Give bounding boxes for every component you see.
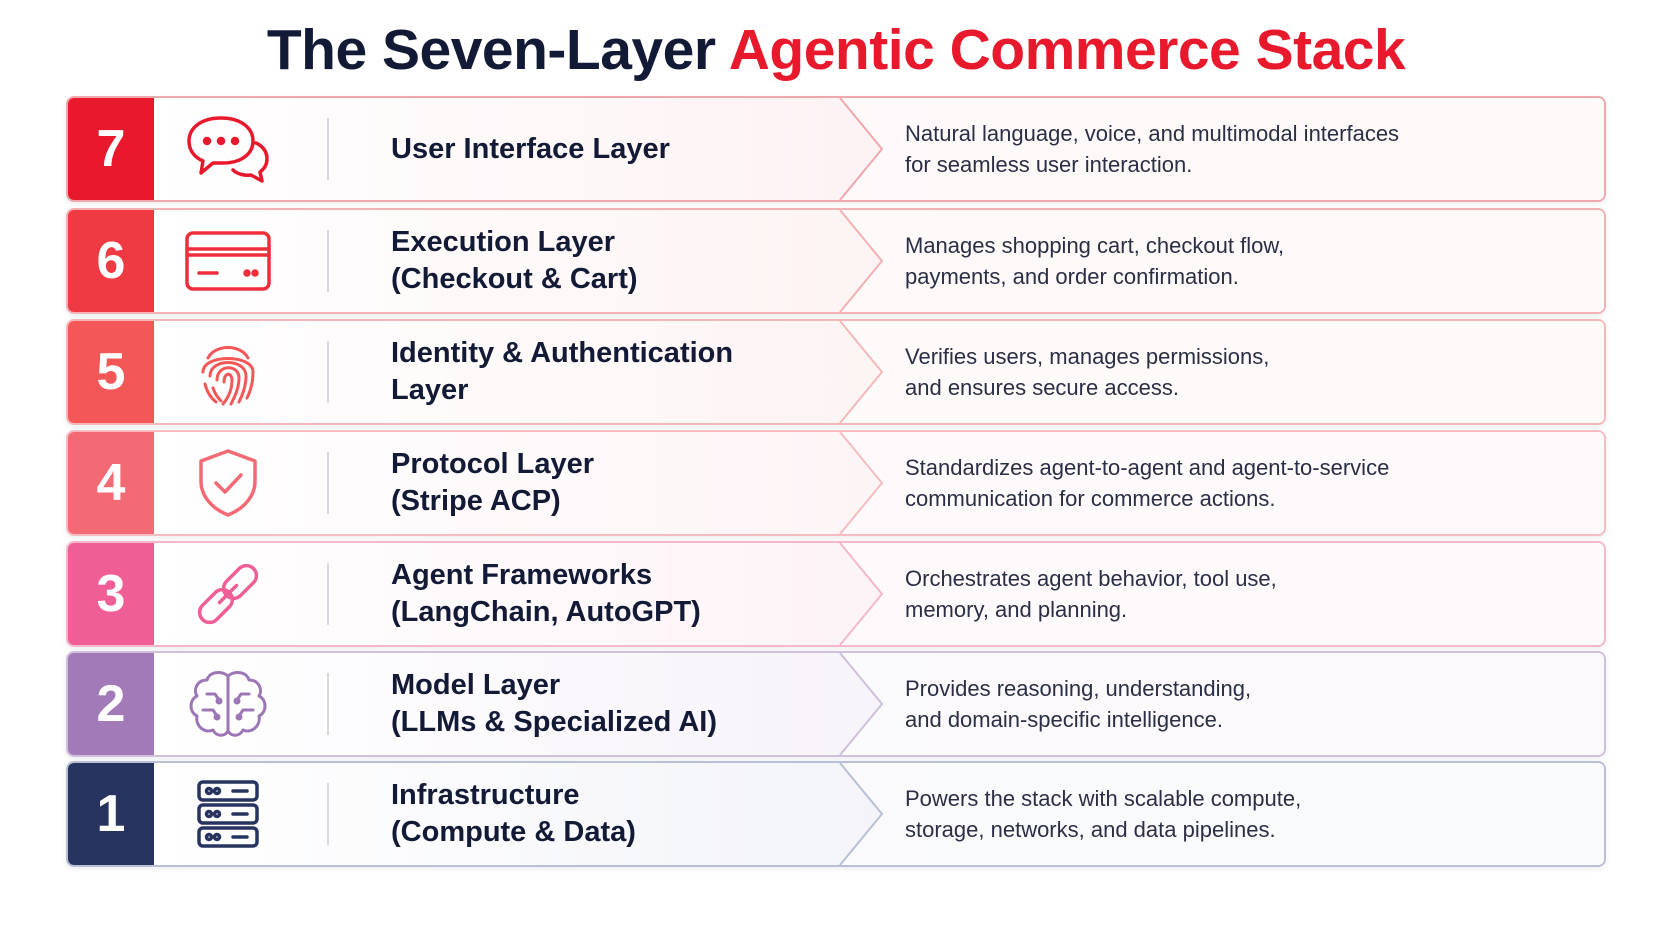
- layer-number: 2: [96, 675, 126, 733]
- layer-name-line-1: Protocol Layer: [391, 448, 595, 480]
- layer-name-line-2: (Checkout & Cart): [391, 263, 638, 295]
- layer-number: 1: [96, 785, 126, 843]
- layer-description: Provides reasoning, understanding, and d…: [905, 653, 1545, 755]
- layer-name: Agent Frameworks (LangChain, AutoGPT): [391, 543, 811, 645]
- credit-card-icon: [178, 225, 278, 297]
- layer-background: [154, 432, 1604, 534]
- icon-divider: [327, 673, 329, 735]
- layer-row-4: 4 Protocol Layer (Stripe ACP) Standardiz…: [66, 430, 1606, 536]
- chevron-divider: [839, 321, 1604, 423]
- layer-name-line-2: (LLMs & Specialized AI): [391, 706, 718, 738]
- chevron-divider: [839, 98, 1604, 200]
- icon-divider: [327, 118, 329, 180]
- layer-background: [154, 321, 1604, 423]
- layer-number: 7: [96, 120, 126, 178]
- layer-description-line-2: storage, networks, and data pipelines.: [905, 817, 1276, 842]
- layer-description: Natural language, voice, and multimodal …: [905, 98, 1545, 200]
- layer-name-line-2: (LangChain, AutoGPT): [391, 596, 701, 628]
- layer-row-5: 5 Identity & Authentication Layer Verifi…: [66, 319, 1606, 425]
- layer-number-badge: 7: [68, 98, 154, 200]
- layer-description: Manages shopping cart, checkout flow, pa…: [905, 210, 1545, 312]
- layer-number-badge: 2: [68, 653, 154, 755]
- layer-background: [154, 763, 1604, 865]
- layer-number: 4: [96, 454, 126, 512]
- layer-description-line-1: Natural language, voice, and multimodal …: [905, 121, 1400, 146]
- layer-row-1: 1 Infrastructure (Compute & Data) Powers…: [66, 761, 1606, 867]
- layer-description: Standardizes agent-to-agent and agent-to…: [905, 432, 1545, 534]
- layer-name-line-1: User Interface Layer: [391, 132, 670, 165]
- layer-name-line-1: Execution Layer: [391, 226, 616, 258]
- layer-name-line-1: Agent Frameworks: [391, 559, 653, 591]
- layer-row-7: 7 User Interface Layer Natural language,…: [66, 96, 1606, 202]
- title-part-1: The Seven-Layer: [266, 18, 716, 82]
- layer-number-badge: 3: [68, 543, 154, 645]
- layer-name: Model Layer (LLMs & Specialized AI): [391, 653, 811, 755]
- layer-name: Identity & Authentication Layer: [391, 321, 811, 423]
- layer-description-line-2: communication for commerce actions.: [905, 486, 1276, 511]
- layer-number: 5: [96, 343, 126, 401]
- layer-number: 3: [96, 565, 126, 623]
- icon-divider: [327, 783, 329, 845]
- layer-number-badge: 5: [68, 321, 154, 423]
- link-icon: [178, 558, 278, 630]
- layer-description: Powers the stack with scalable compute, …: [905, 763, 1545, 865]
- layer-background: [154, 653, 1604, 755]
- layer-name: Infrastructure (Compute & Data): [391, 763, 811, 865]
- page-title: The Seven-Layer Agentic Commerce Stack: [0, 14, 1672, 86]
- layer-description: Verifies users, manages permissions, and…: [905, 321, 1545, 423]
- shield-check-icon: [178, 447, 278, 519]
- brain-icon: [178, 668, 278, 740]
- layer-description-line-2: and domain-specific intelligence.: [905, 707, 1223, 732]
- layer-background: [154, 210, 1604, 312]
- layer-description-line-1: Verifies users, manages permissions,: [905, 344, 1270, 369]
- icon-divider: [327, 230, 329, 292]
- layer-description-line-2: payments, and order confirmation.: [905, 264, 1239, 289]
- icon-divider: [327, 452, 329, 514]
- chevron-divider: [839, 210, 1604, 312]
- layer-name-line-1: Infrastructure: [391, 779, 580, 811]
- layer-description: Orchestrates agent behavior, tool use, m…: [905, 543, 1545, 645]
- layer-description-line-1: Provides reasoning, understanding,: [905, 676, 1252, 701]
- layer-name-line-1: Model Layer: [391, 669, 561, 701]
- title-part-2: Agentic Commerce Stack: [728, 18, 1406, 82]
- icon-divider: [327, 563, 329, 625]
- chevron-divider: [839, 653, 1604, 755]
- layer-number: 6: [96, 232, 126, 290]
- chevron-divider: [839, 543, 1604, 645]
- layer-name-line-2: (Stripe ACP): [391, 485, 561, 517]
- layer-row-2: 2 Model Layer (LLMs & Specialized AI) Pr…: [66, 651, 1606, 757]
- layer-background: [154, 543, 1604, 645]
- layer-description-line-2: memory, and planning.: [905, 597, 1128, 622]
- layer-name: Execution Layer (Checkout & Cart): [391, 210, 811, 312]
- layer-description-line-1: Powers the stack with scalable compute,: [905, 786, 1302, 811]
- layer-row-3: 3 Agent Frameworks (LangChain, AutoGPT) …: [66, 541, 1606, 647]
- server-icon: [178, 778, 278, 850]
- layer-name: User Interface Layer: [391, 98, 811, 200]
- layer-name: Protocol Layer (Stripe ACP): [391, 432, 811, 534]
- icon-divider: [327, 341, 329, 403]
- layer-description-line-1: Standardizes agent-to-agent and agent-to…: [905, 455, 1390, 480]
- layer-description-line-2: and ensures secure access.: [905, 375, 1179, 400]
- layer-number-badge: 1: [68, 763, 154, 865]
- layer-description-line-2: for seamless user interaction.: [905, 152, 1193, 177]
- layer-name-line-2: (Compute & Data): [391, 816, 636, 848]
- fingerprint-icon: [178, 336, 278, 408]
- layer-background: [154, 98, 1604, 200]
- layer-name-line-1: Identity & Authentication Layer: [391, 337, 734, 406]
- layer-number-badge: 4: [68, 432, 154, 534]
- chevron-divider: [839, 432, 1604, 534]
- chevron-divider: [839, 763, 1604, 865]
- layer-row-6: 6 Execution Layer (Checkout & Cart) Mana…: [66, 208, 1606, 314]
- layer-number-badge: 6: [68, 210, 154, 312]
- layer-description-line-1: Manages shopping cart, checkout flow,: [905, 233, 1285, 258]
- chat-bubbles-icon: [178, 113, 278, 185]
- layer-description-line-1: Orchestrates agent behavior, tool use,: [905, 566, 1277, 591]
